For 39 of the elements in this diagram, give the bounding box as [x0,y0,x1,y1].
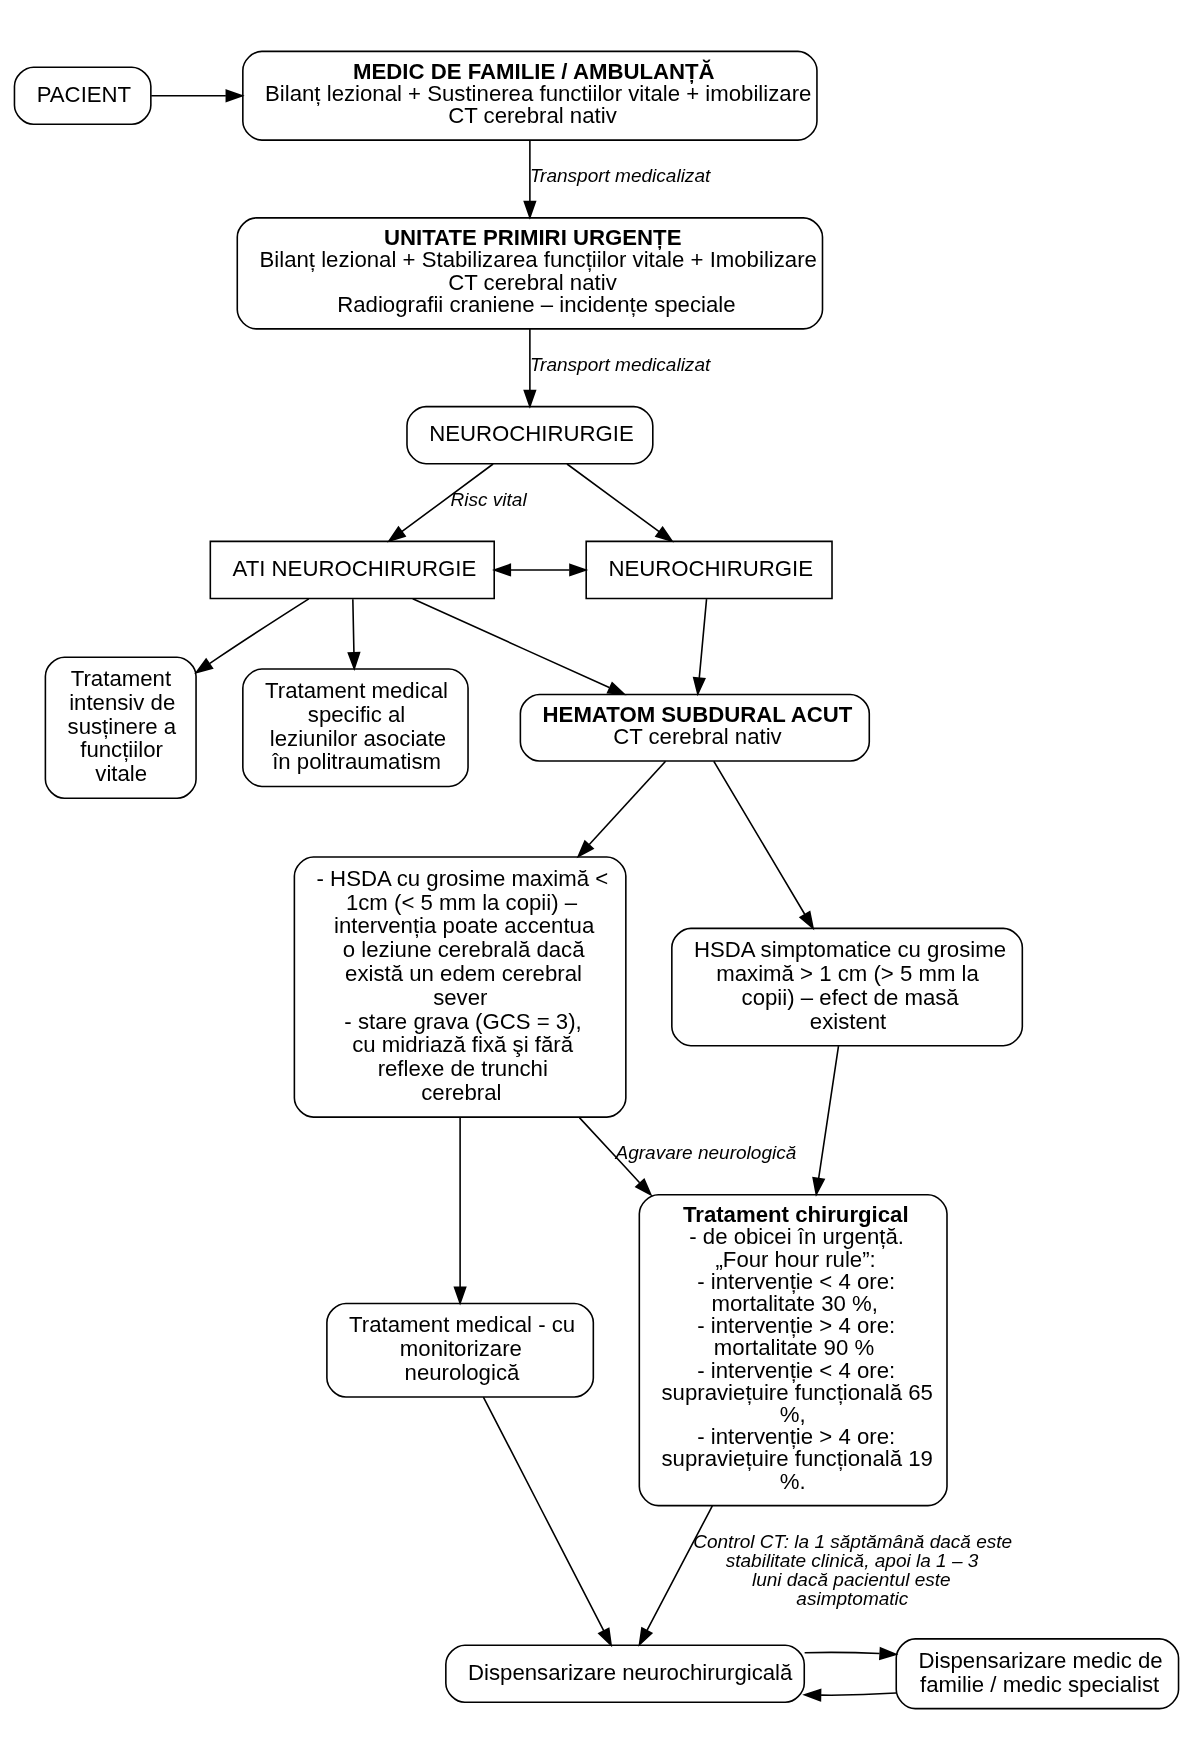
edge-label: Agravare neurologică [615,1141,797,1163]
node-box: Tratament intensiv de susținere a funcțiilor vitale [44,655,197,799]
node-box: Dispensarizare medic de familie / medic specialist [895,1637,1180,1709]
node-box: HEMATOM SUBDURAL ACUT CT cerebral nativ [519,693,871,762]
arrow [802,1687,897,1702]
edge-label: Control CT: la 1 săptămână dacă este stabilitate clinică, apoi la 1 – 3 luni dacă pacientul este asimptomatic [693,1530,1013,1609]
arrow [713,759,815,930]
node-box: UNITATE PRIMIRI URGENȚE Bilanț lezional + Stabilizarea funcțiilor vitale + Imobilizare CT cerebral nativ Radiografii craniene – incidențe speciale [236,216,824,330]
arrow [492,562,589,577]
node-box: NEUROCHIRURGIE [585,540,833,599]
node-box: PACIENT [13,65,152,125]
edge-label: Transport medicalizat [529,164,711,186]
node-box: Tratament medical - cu monitorizare neurologică [326,1302,595,1398]
edge-label: Risc vital [450,488,527,510]
arrow [803,1646,899,1660]
arrow [566,462,674,543]
arrow [812,1044,840,1197]
arrow [482,1395,613,1647]
arrow [387,462,494,543]
arrow [523,327,537,409]
node-box: NEUROCHIRURGIE [406,405,654,464]
arrow [523,139,537,220]
node-box: MEDIC DE FAMILIE / AMBULANȚĂ Bilanț lezional + Sustinerea functiilor vitale + imobilizare CT cerebral nativ [242,50,818,141]
arrow [347,597,361,671]
arrow [638,1504,714,1647]
node-box: Tratament medical specific al leziunilor asociate în politraumatism [242,667,469,787]
arrow [194,597,310,674]
arrow [576,759,667,858]
node-box: Dispensarizare neurochirurgicală [445,1643,806,1703]
arrow [453,1116,467,1306]
arrow [578,1116,653,1197]
node-box: HSDA simptomatice cu grosime maximă > 1 cm (> 5 mm la copii) – efect de masă existent [671,927,1024,1047]
arrow [150,88,245,102]
node-box: Tratament chirurgical - de obicei în urgență. „Four hour rule”: - intervenție < 4 ore: mortalitate 30 %, - intervenție > 4 ore: mortalitate 90 % - intervenție < 4 ore: supraviețuire funcțională 65 %, - intervenție > 4 ore: supraviețuire funcțională 19 %. [638,1193,948,1506]
node-box: - HSDA cu grosime maximă < 1cm (< 5 mm la copii) – intervenția poate accentua o leziune cerebrală dacă există un edem cerebral sever - stare grava (GCS = 3), cu midriază fixă şi fără reflexe de trunchi cerebral [293,855,627,1118]
node-box: ATI NEUROCHIRURGIE [209,540,495,599]
arrow [692,597,708,696]
edge-label: Transport medicalizat [529,353,711,375]
arrow [411,597,627,695]
